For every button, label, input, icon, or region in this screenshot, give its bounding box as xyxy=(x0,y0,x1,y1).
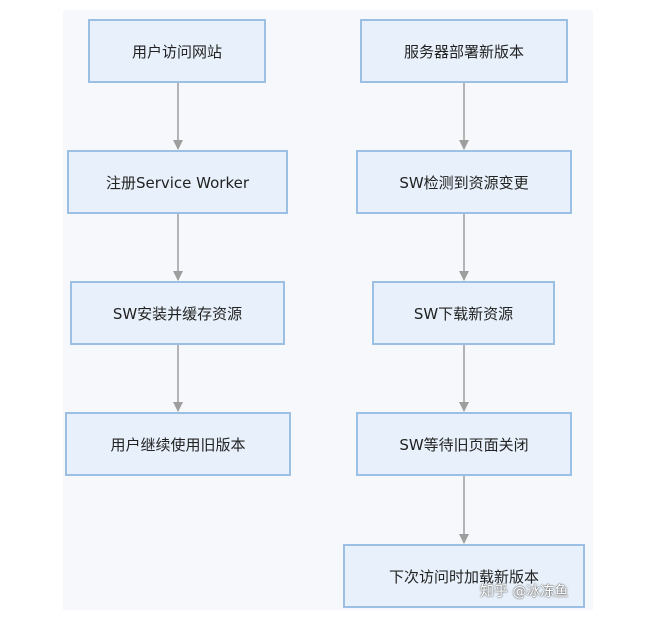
node-sw-downloads-resources: SW下载新资源 xyxy=(372,281,555,345)
node-sw-install-cache: SW安装并缓存资源 xyxy=(70,281,285,345)
node-server-deploys-new-version: 服务器部署新版本 xyxy=(360,19,568,83)
node-register-service-worker: 注册Service Worker xyxy=(67,150,288,214)
watermark: 知乎 @冰冻鱼 xyxy=(480,584,569,600)
node-sw-detects-change: SW检测到资源变更 xyxy=(356,150,572,214)
node-next-visit-loads-new: 下次访问时加载新版本 xyxy=(343,544,585,608)
node-user-visits-site: 用户访问网站 xyxy=(88,19,266,83)
node-user-continues-old-version: 用户继续使用旧版本 xyxy=(65,412,291,476)
node-sw-waits-old-page-close: SW等待旧页面关闭 xyxy=(356,412,572,476)
